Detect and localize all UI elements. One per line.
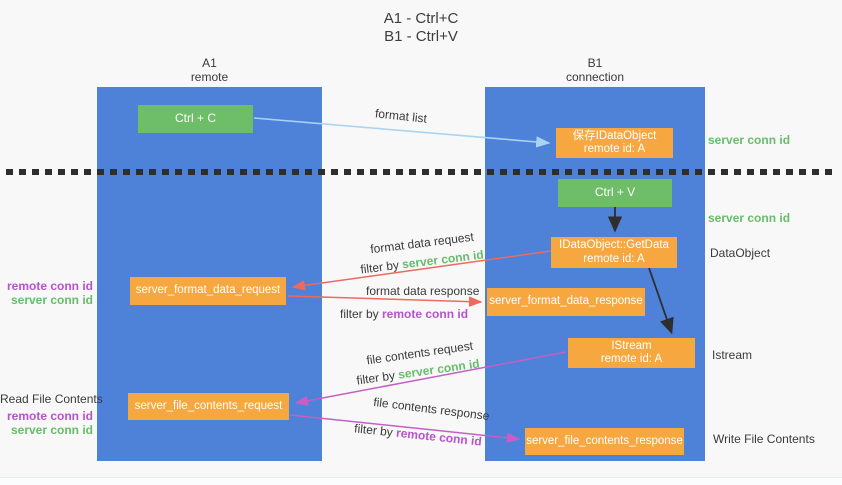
node-server-file-contents-request: server_file_contents_request (128, 393, 289, 420)
node-save-dataobject-line1: 保存IDataObject (572, 129, 657, 142)
column-b1-name: B1 (587, 56, 603, 70)
label-file-contents-response: file contents response (372, 394, 491, 424)
label-filter-upper-response: filter by remote conn id (340, 307, 468, 321)
label-remote-conn-id-left-top: remote conn id (6, 279, 93, 293)
label-server-conn-id-mid-right: server conn id (708, 211, 791, 225)
filter-prefix: filter by (340, 307, 383, 321)
node-save-dataobject-line2: remote id: A (583, 143, 646, 155)
filter-remote-conn-id: remote conn id (382, 307, 469, 321)
column-a1-subtitle: remote (190, 70, 229, 84)
column-header-a1: A1 remote (97, 56, 322, 84)
node-istream: IStream remote id: A (568, 338, 695, 368)
label-write-file-contents: Write File Contents (713, 432, 815, 446)
label-read-file-contents: Read File Contents (0, 392, 103, 406)
label-server-conn-id-top-right: server conn id (708, 133, 791, 147)
filter-prefix: filter by (355, 367, 400, 388)
node-ctrl-v: Ctrl + V (558, 179, 672, 207)
node-save-dataobject: 保存IDataObject remote id: A (556, 128, 673, 158)
filter-prefix: filter by (359, 257, 404, 277)
label-server-conn-id-left-top: server conn id (10, 293, 93, 307)
node-getdata-line2: remote id: A (583, 252, 645, 265)
node-server-format-data-request: server_format_data_request (130, 277, 286, 305)
label-dataobject: DataObject (710, 246, 771, 260)
label-remote-conn-id-left-bottom: remote conn id (6, 409, 93, 423)
node-istream-line1: IStream (611, 339, 652, 352)
filter-prefix: filter by (353, 421, 397, 440)
node-server-format-data-response: server_format_data_response (487, 288, 645, 316)
diagram-title: A1 - Ctrl+C B1 - Ctrl+V (0, 10, 842, 46)
title-line-1: A1 - Ctrl+C (383, 10, 459, 27)
dashed-separator-line (6, 169, 838, 175)
node-getdata-line1: IDataObject::GetData (559, 239, 669, 251)
bottom-window-edge (0, 477, 842, 485)
filter-remote-conn-id: remote conn id (395, 425, 483, 449)
node-server-file-contents-response: server_file_contents_response (525, 428, 684, 455)
label-server-conn-id-left-bottom: server conn id (10, 423, 93, 437)
title-line-2: B1 - Ctrl+V (384, 28, 458, 45)
node-idataobject-getdata: IDataObject::GetData remote id: A (551, 237, 677, 268)
node-istream-line2: remote id: A (600, 353, 663, 365)
column-a1-name: A1 (202, 56, 217, 70)
column-header-b1: B1 connection (485, 56, 705, 84)
label-format-list: format list (374, 106, 428, 126)
label-istream: Istream (712, 348, 753, 362)
label-filter-lower-response: filter by remote conn id (354, 421, 483, 448)
node-ctrl-c: Ctrl + C (138, 105, 253, 133)
label-format-data-response: format data response (366, 284, 480, 298)
column-b1-subtitle: connection (565, 70, 625, 84)
